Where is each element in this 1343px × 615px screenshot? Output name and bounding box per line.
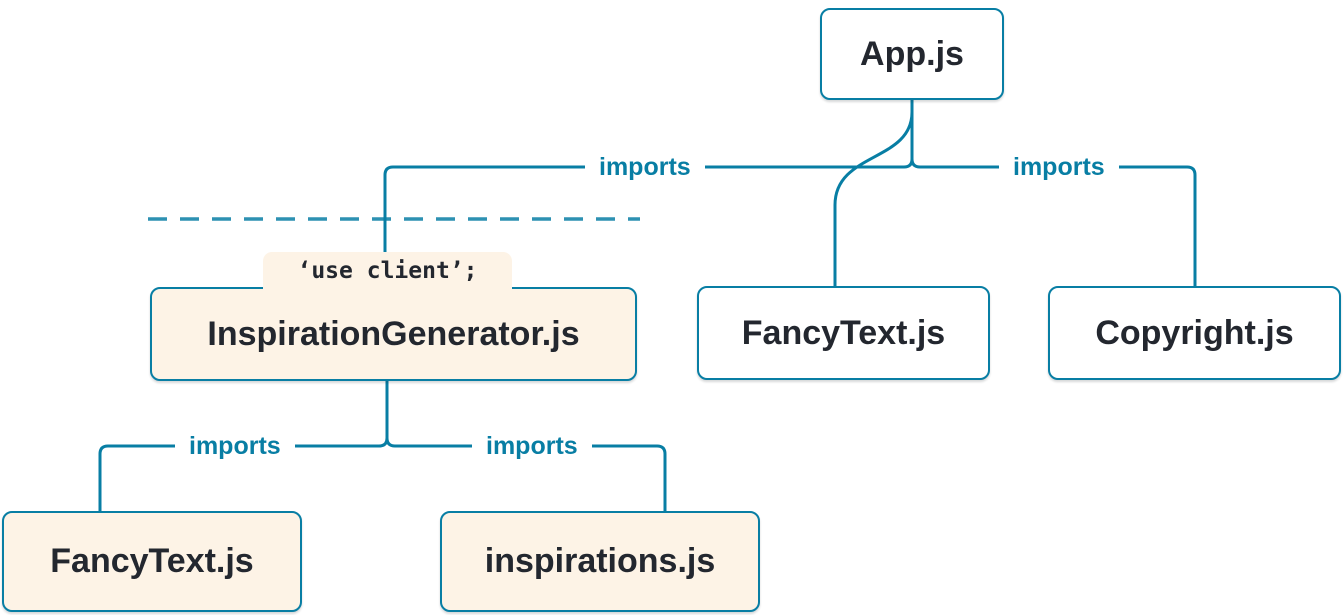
imports-edge-label: imports bbox=[175, 430, 295, 463]
use-client-directive-badge: ‘use client’; bbox=[263, 252, 512, 290]
node-label: FancyText.js bbox=[741, 313, 946, 352]
node-copyright-js: Copyright.js bbox=[1048, 286, 1341, 380]
imports-edge-label: imports bbox=[472, 430, 592, 463]
node-label: InspirationGenerator.js bbox=[207, 314, 580, 353]
imports-edge-label: imports bbox=[999, 151, 1119, 184]
node-label: inspirations.js bbox=[484, 542, 716, 580]
node-app-js: App.js bbox=[820, 8, 1004, 100]
node-label: FancyText.js bbox=[50, 542, 254, 580]
node-inspiration-generator-js: InspirationGenerator.js bbox=[150, 287, 637, 381]
node-label: App.js bbox=[860, 34, 964, 73]
node-inspirations-js: inspirations.js bbox=[440, 511, 760, 612]
imports-edge-label: imports bbox=[585, 151, 705, 184]
node-label: Copyright.js bbox=[1095, 313, 1294, 352]
node-fancy-text-js-bottom: FancyText.js bbox=[2, 511, 302, 612]
node-fancy-text-js-top: FancyText.js bbox=[697, 286, 990, 380]
edge-app-to-copyright bbox=[910, 100, 1197, 290]
directive-text: ‘use client’; bbox=[297, 258, 478, 284]
edge-app-to-fancy-text bbox=[833, 100, 914, 290]
